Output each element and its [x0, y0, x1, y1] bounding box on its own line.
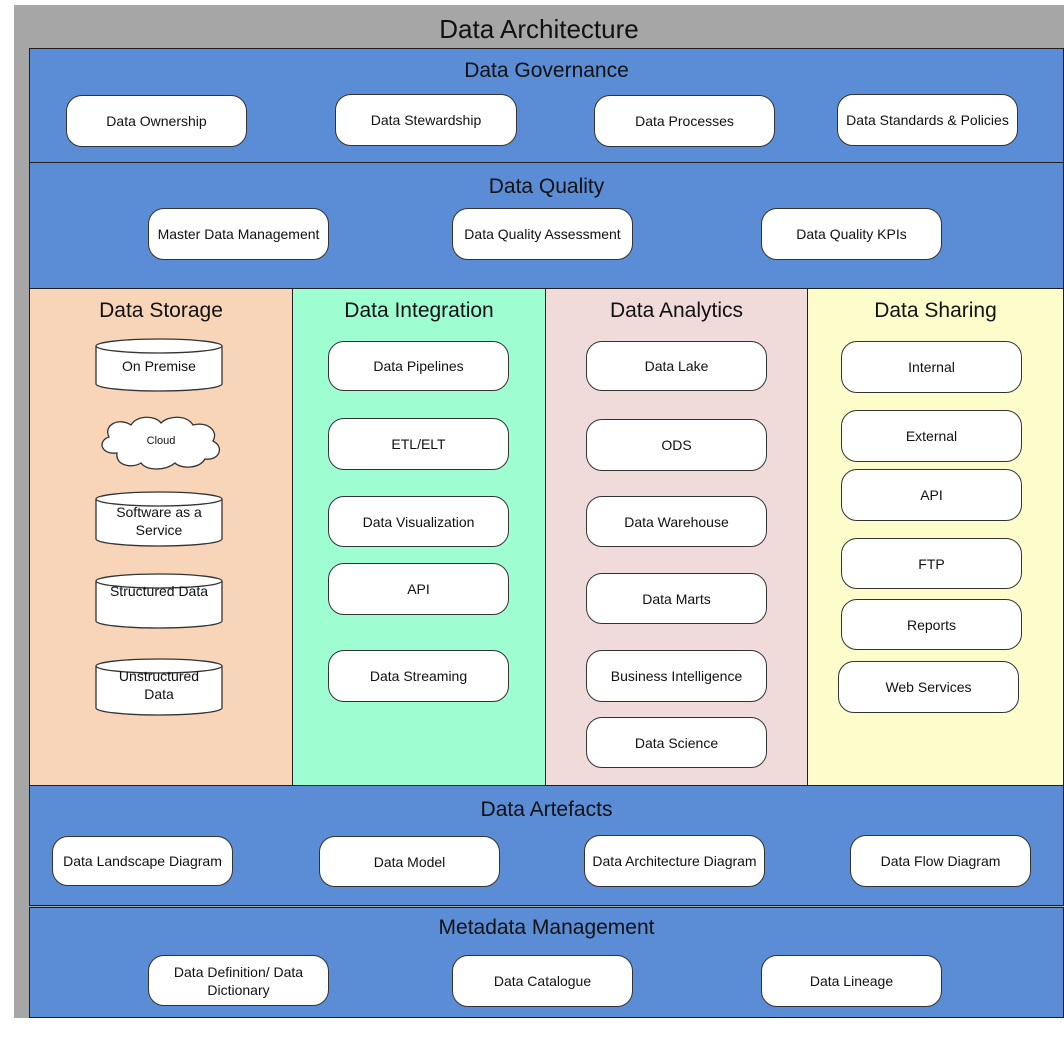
governance-item-standards: Data Standards & Policies: [837, 94, 1018, 146]
analytics-column: Data Analytics Data Lake ODS Data Wareho…: [545, 288, 808, 786]
storage-column: Data Storage On Premise Cloud Software a…: [29, 288, 293, 786]
quality-item-kpis: Data Quality KPIs: [761, 208, 942, 260]
sharing-item-ftp: FTP: [841, 538, 1022, 589]
quality-band: Data Quality Master Data Management Data…: [29, 162, 1064, 289]
storage-structured-cylinder: Structured Data: [95, 573, 223, 629]
analytics-item-marts: Data Marts: [586, 573, 767, 624]
sharing-item-external: External: [841, 410, 1022, 462]
integration-title: Data Integration: [344, 299, 494, 322]
storage-item-on-premise: On Premise: [122, 358, 196, 374]
diagram-title: Data Architecture: [439, 14, 639, 44]
storage-unstructured-cylinder: Unstructured Data: [95, 658, 223, 716]
metadata-item-lineage: Data Lineage: [761, 955, 942, 1007]
quality-item-mdm: Master Data Management: [148, 208, 329, 260]
sharing-item-web-services: Web Services: [838, 661, 1019, 713]
analytics-item-bi: Business Intelligence: [586, 650, 767, 702]
analytics-title: Data Analytics: [609, 299, 744, 322]
storage-saas-cylinder: Software as a Service: [95, 491, 223, 547]
quality-title: Data Quality: [488, 175, 605, 198]
metadata-item-dictionary: Data Definition/ Data Dictionary: [148, 955, 329, 1006]
sharing-item-reports: Reports: [841, 599, 1022, 650]
metadata-band: Metadata Management Data Definition/ Dat…: [29, 907, 1064, 1018]
sharing-title: Data Sharing: [874, 299, 997, 322]
analytics-item-lake: Data Lake: [586, 341, 767, 391]
sharing-item-api: API: [841, 469, 1022, 521]
analytics-item-warehouse: Data Warehouse: [586, 496, 767, 547]
metadata-title: Metadata Management: [438, 916, 655, 939]
storage-on-premise-cylinder: On Premise: [95, 338, 223, 392]
sharing-item-internal: Internal: [841, 341, 1022, 393]
artefacts-item-landscape: Data Landscape Diagram: [52, 836, 233, 886]
integration-column: Data Integration Data Pipelines ETL/ELT …: [292, 288, 546, 786]
integration-item-api: API: [328, 563, 509, 615]
integration-item-etl: ETL/ELT: [328, 418, 509, 470]
integration-item-streaming: Data Streaming: [328, 650, 509, 702]
artefacts-title: Data Artefacts: [480, 798, 613, 821]
sharing-column: Data Sharing Internal External API FTP R…: [807, 288, 1064, 786]
storage-title: Data Storage: [99, 299, 223, 322]
governance-item-stewardship: Data Stewardship: [335, 94, 517, 146]
artefacts-item-flow: Data Flow Diagram: [850, 835, 1031, 887]
storage-item-structured: Structured Data: [109, 583, 209, 599]
governance-band: Data Governance Data Ownership Data Stew…: [29, 48, 1064, 163]
storage-cloud-shape: Cloud: [95, 413, 227, 471]
integration-item-visualization: Data Visualization: [328, 496, 509, 547]
governance-item-processes: Data Processes: [594, 95, 775, 147]
artefacts-band: Data Artefacts Data Landscape Diagram Da…: [29, 785, 1064, 906]
storage-item-cloud: Cloud: [146, 435, 176, 447]
governance-title: Data Governance: [464, 59, 629, 82]
governance-item-ownership: Data Ownership: [66, 95, 247, 147]
artefacts-item-architecture: Data Architecture Diagram: [584, 835, 765, 887]
analytics-item-ods: ODS: [586, 419, 767, 471]
analytics-item-science: Data Science: [586, 717, 767, 768]
artefacts-item-model: Data Model: [319, 836, 500, 887]
metadata-item-catalogue: Data Catalogue: [452, 955, 633, 1007]
storage-item-unstructured: Unstructured Data: [118, 668, 200, 702]
storage-item-saas: Software as a Service: [116, 504, 202, 538]
integration-item-pipelines: Data Pipelines: [328, 341, 509, 391]
quality-item-assessment: Data Quality Assessment: [452, 208, 633, 260]
